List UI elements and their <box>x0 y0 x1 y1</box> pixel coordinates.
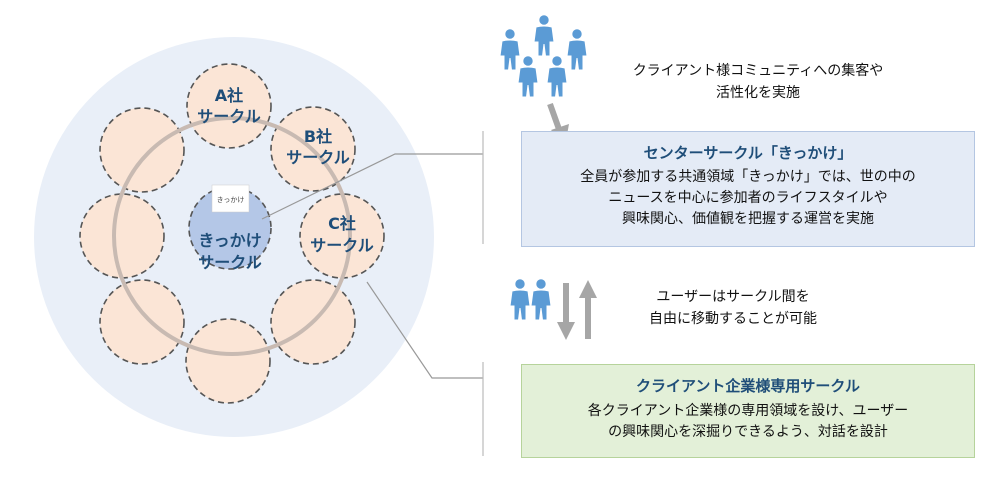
petal-bottom <box>185 318 271 404</box>
down-arrow-icon <box>557 283 575 340</box>
circle-labels: A社 サークル B社 サークル C社 サークル きっかけ サークル <box>197 86 374 272</box>
up-arrow-icon <box>579 280 597 339</box>
note-free-movement: ユーザーはサークル間を 自由に移動することが可能 <box>608 286 858 330</box>
client-box-line2: の興味関心を深掘りできるよう、対話を設計 <box>608 424 888 440</box>
center-box-line1: 全員が参加する共通領域「きっかけ」では、世の中の <box>580 169 916 185</box>
note-community-attraction: クライアント様コミュニティへの集客や 活性化を実施 <box>598 60 918 104</box>
note-top-line1: クライアント様コミュニティへの集客や <box>632 63 884 79</box>
person-group-icon <box>499 14 588 98</box>
label-b-line1: B社 <box>304 127 332 146</box>
label-b-line2: サークル <box>286 148 350 167</box>
client-box-title: クライアント企業様専用サークル <box>636 377 860 395</box>
connector-lines <box>261 153 483 379</box>
center-circle-box: センターサークル「きっかけ」 全員が参加する共通領域「きっかけ」では、世の中の … <box>521 131 975 247</box>
label-c-line1: C社 <box>328 214 356 233</box>
label-a-line2: サークル <box>197 107 261 126</box>
label-center-line1: きっかけ <box>198 231 261 250</box>
petal-circles <box>79 63 385 404</box>
petal-left-lower <box>99 279 185 365</box>
center-box-title: センターサークル「きっかけ」 <box>643 144 853 162</box>
note-middle-line1: ユーザーはサークル間を <box>656 289 810 305</box>
client-box-body: 各クライアント企業様の専用領域を設け、ユーザー の興味関心を深掘りできるよう、対… <box>522 401 974 443</box>
connector-center <box>261 153 483 220</box>
client-box-line1: 各クライアント企業様の専用領域を設け、ユーザー <box>587 403 909 419</box>
label-a-line1: A社 <box>215 86 243 105</box>
petal-a <box>186 63 272 149</box>
note-middle-line2: 自由に移動することが可能 <box>649 311 817 327</box>
client-circle-box: クライアント企業様専用サークル 各クライアント企業様の専用領域を設け、ユーザー … <box>521 364 975 458</box>
connector-client <box>366 281 483 379</box>
center-box-line2: ニュースを中心に参加者のライフスタイルや <box>608 190 888 206</box>
note-top-line2: 活性化を実施 <box>716 85 800 101</box>
center-box-line3: 興味関心、価値観を把握する運営を実施 <box>622 211 874 227</box>
logo-text: きっかけ <box>217 196 245 204</box>
person-pair-icon <box>509 278 552 321</box>
label-c-line2: サークル <box>310 236 374 255</box>
logo-image <box>211 184 250 213</box>
center-box-body: 全員が参加する共通領域「きっかけ」では、世の中の ニュースを中心に参加者のライフ… <box>522 167 974 230</box>
petal-left <box>79 193 165 279</box>
ring <box>112 116 352 356</box>
petal-left-upper <box>99 107 185 193</box>
label-center-line2: サークル <box>198 253 262 272</box>
